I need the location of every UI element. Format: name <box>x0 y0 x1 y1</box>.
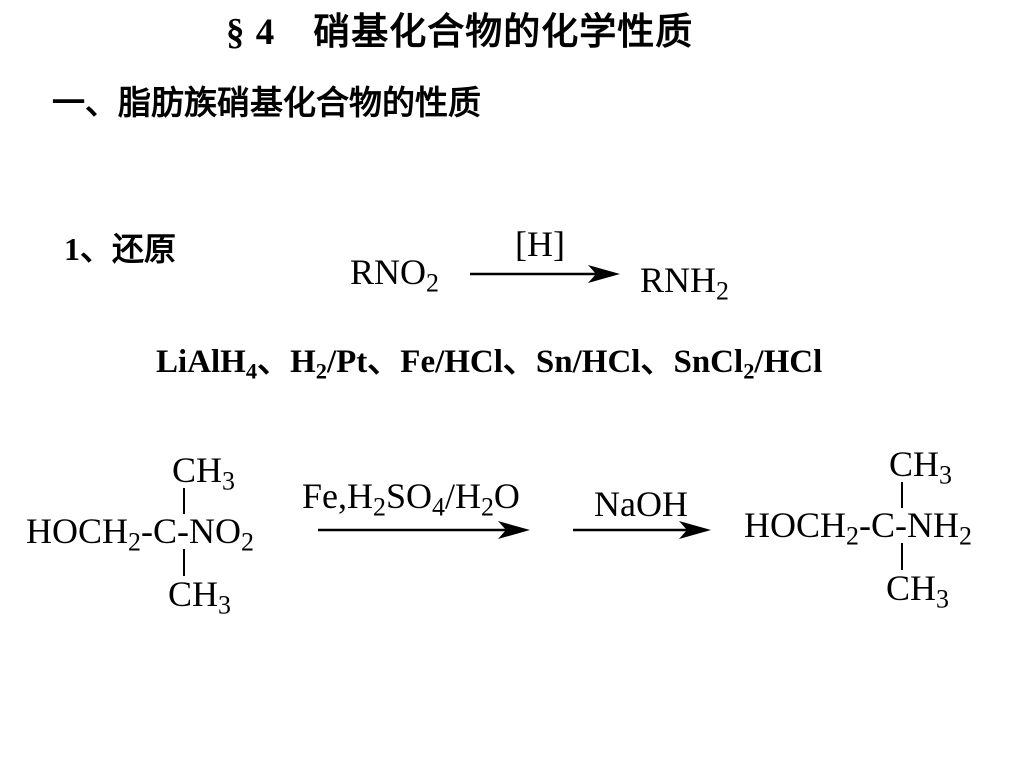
product-main-chain: HOCH2-C-NH2 <box>744 505 972 551</box>
reactant-top-bond <box>183 488 185 514</box>
reaction1-arrow <box>470 265 620 283</box>
product-bottom-methyl: CH3 <box>886 568 949 614</box>
step1-arrow <box>318 521 530 539</box>
product-top-methyl: CH3 <box>889 444 952 490</box>
step1-condition: Fe,H2SO4/H2O <box>302 476 520 522</box>
step2-arrow <box>573 521 711 539</box>
reactant-rno2: RNO2 <box>350 252 439 298</box>
step2-condition: NaOH <box>594 484 688 524</box>
product-bottom-bond <box>901 543 903 570</box>
condition-hydrogen: [H] <box>515 224 565 264</box>
reactant-main-chain: HOCH2-C-NO2 <box>26 511 254 557</box>
item-label-reduction: 1、还原 <box>64 231 177 267</box>
product-top-bond <box>901 482 903 508</box>
reducing-reagents-list: LiAlH4、H2/Pt、Fe/HCl、Sn/HCl、SnCl2/HCl <box>156 344 823 384</box>
section-heading: 一、脂肪族硝基化合物的性质 <box>52 86 481 122</box>
product-rnh2: RNH2 <box>640 260 729 306</box>
reactant-top-methyl: CH3 <box>172 450 235 496</box>
reactant-bottom-methyl: CH3 <box>168 574 231 620</box>
reactant-bottom-bond <box>183 549 185 576</box>
slide-title: § 4 硝基化合物的化学性质 <box>226 12 694 53</box>
